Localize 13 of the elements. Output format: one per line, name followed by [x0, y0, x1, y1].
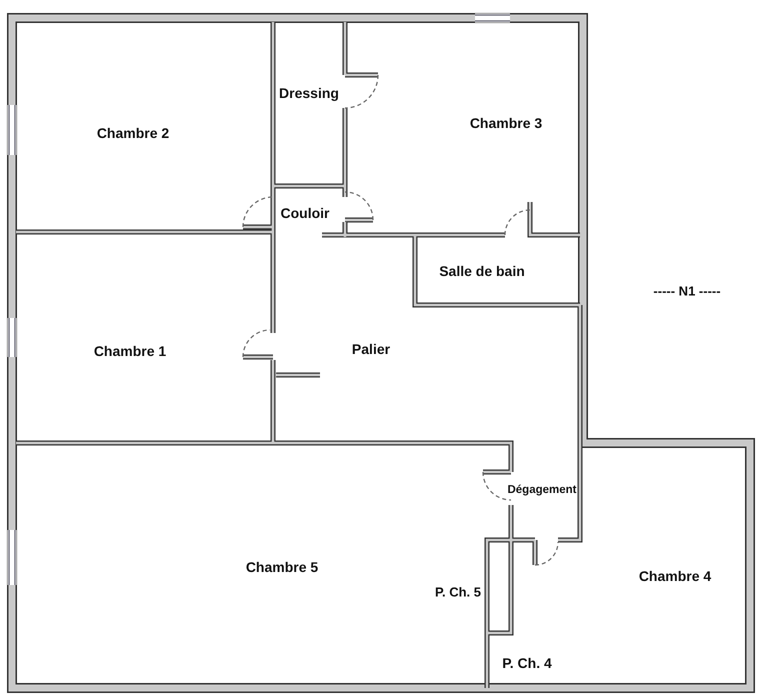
room-label: Couloir	[280, 205, 330, 221]
room-label: Chambre 1	[94, 343, 166, 359]
room-label: Chambre 2	[96, 125, 170, 141]
room-label: Chambre 4	[638, 568, 712, 584]
room-label: ----- N1 -----	[653, 284, 721, 298]
room-label: Chambre 3	[470, 115, 542, 131]
room-label: Dégagement	[507, 484, 577, 496]
room-label: Chambre 5	[246, 559, 318, 575]
room-label: Dressing	[279, 85, 339, 101]
room-label: P. Ch. 5	[435, 584, 481, 600]
room-label: Salle de bain	[439, 263, 525, 279]
room-label: P. Ch. 4	[502, 655, 552, 671]
room-label: Palier	[352, 341, 390, 357]
